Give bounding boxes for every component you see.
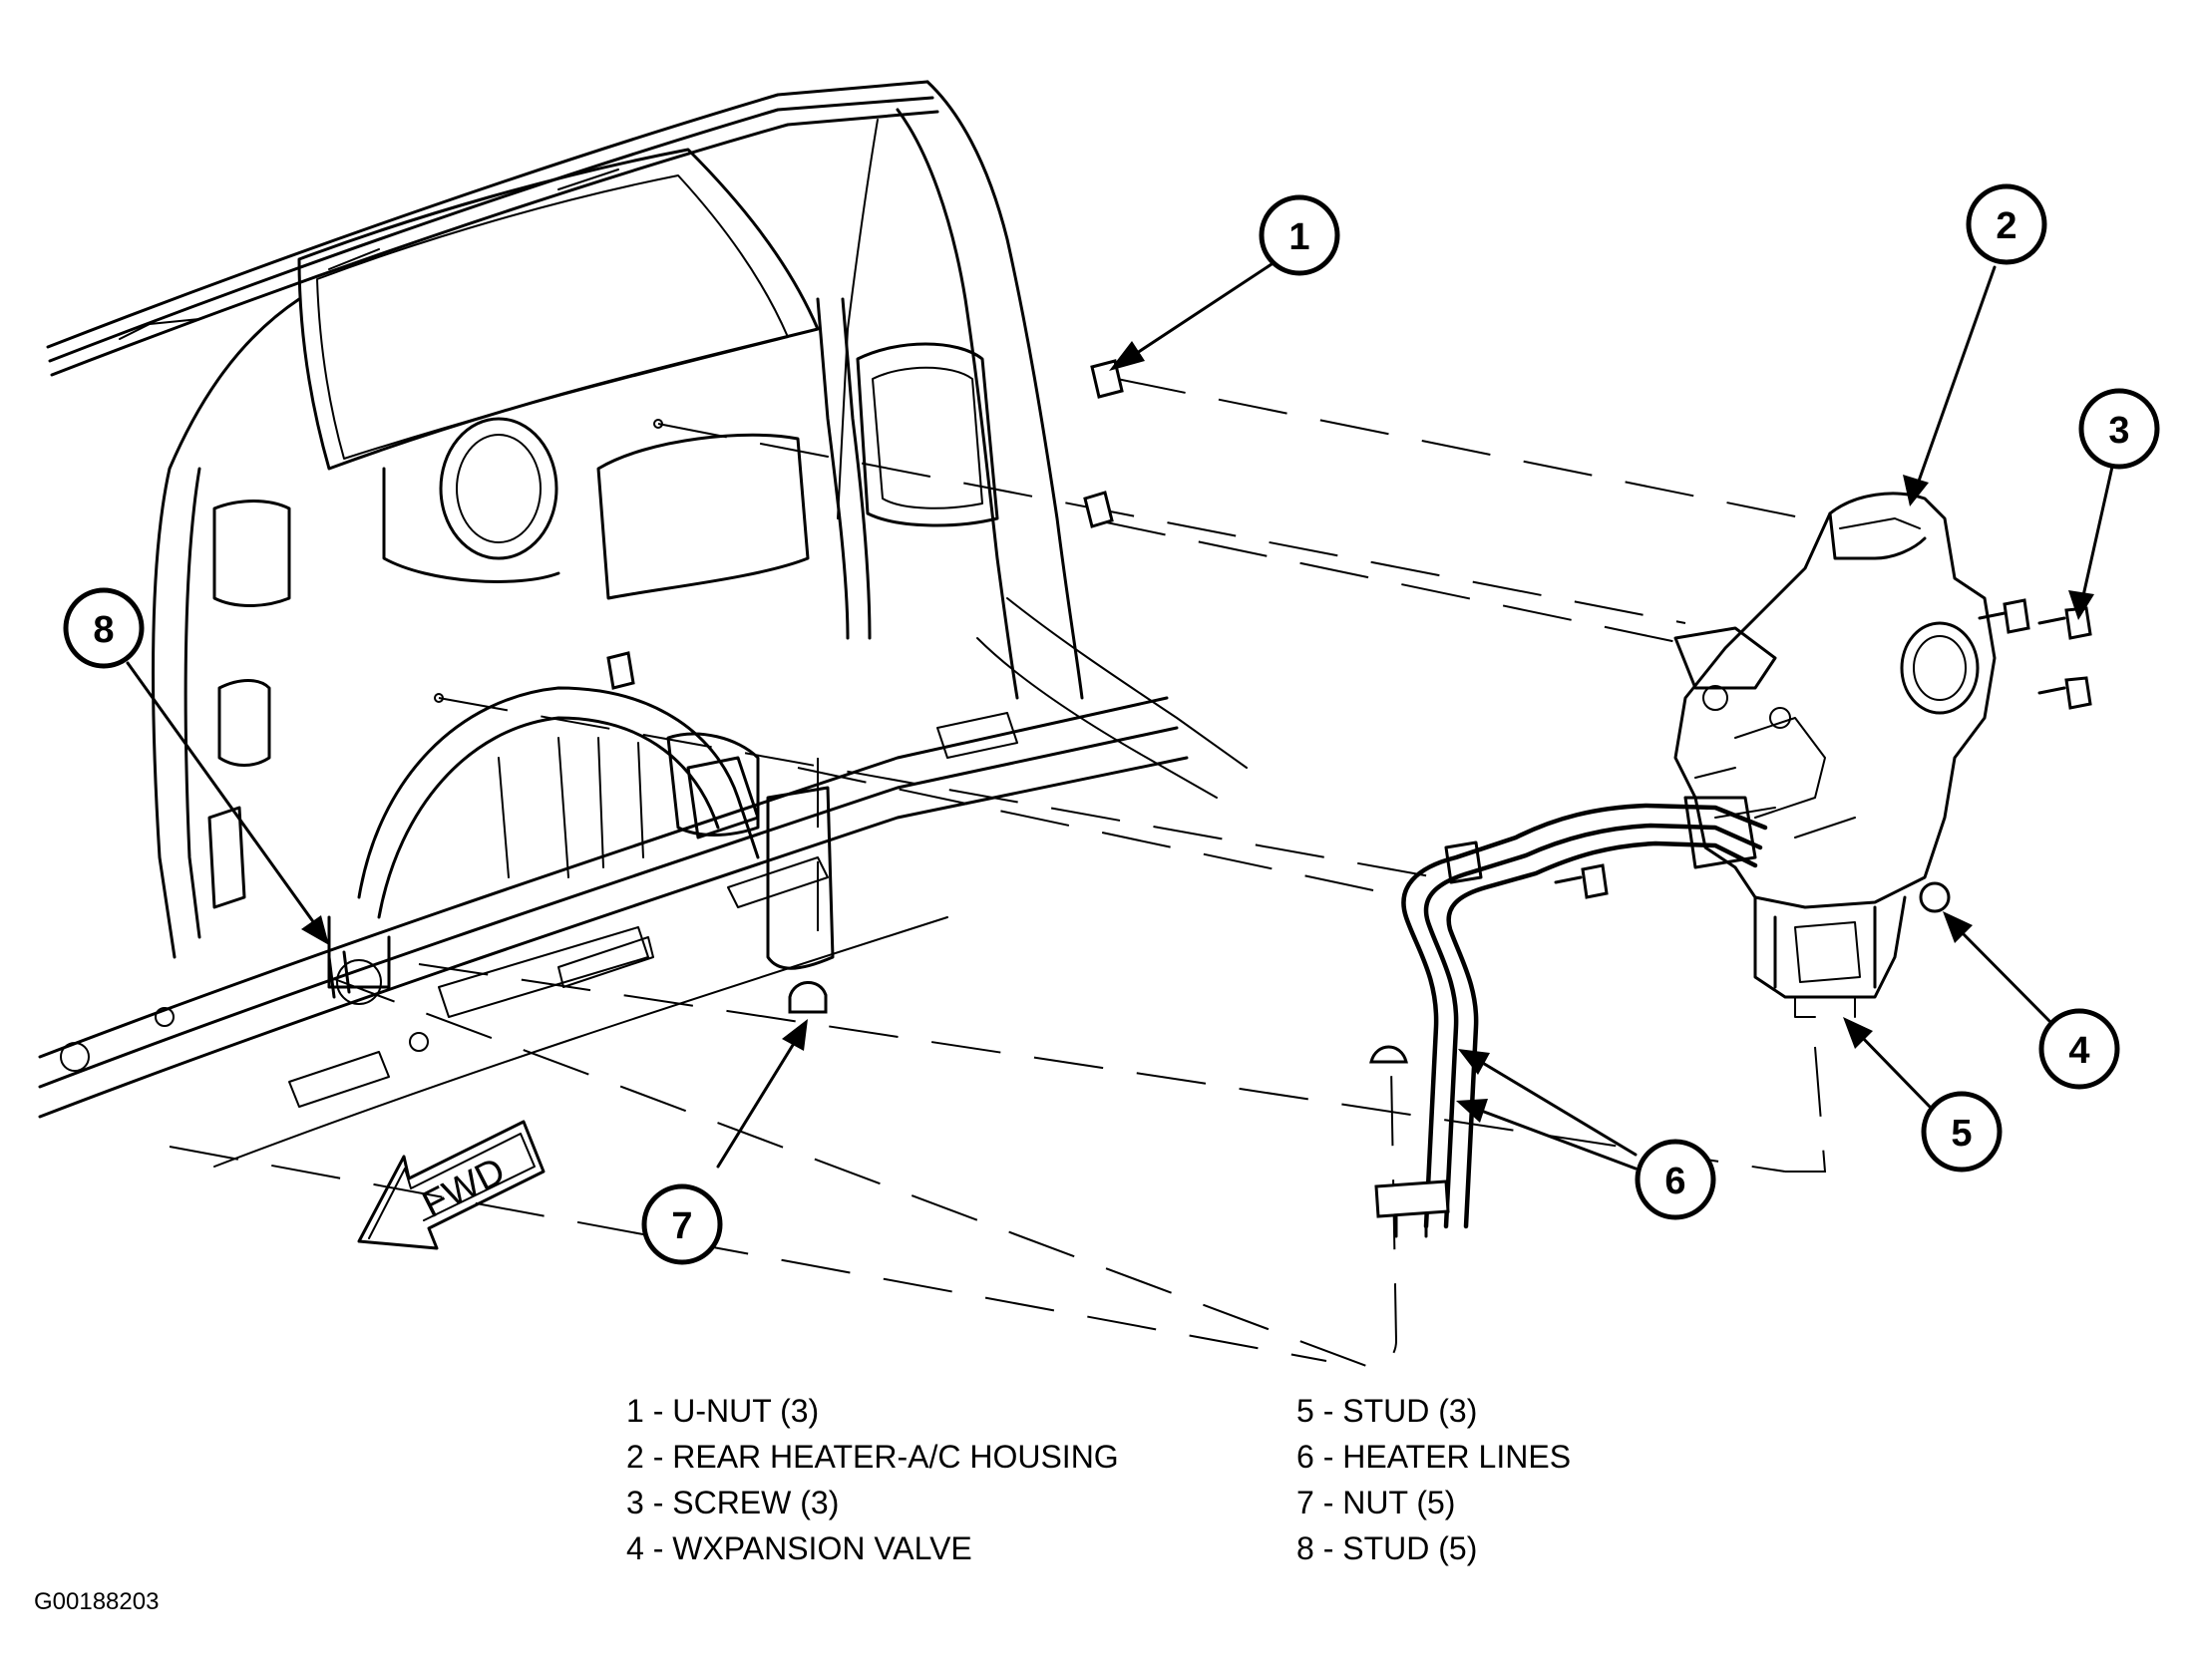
callout-4: 4	[2038, 1008, 2120, 1090]
legend-right: 5 - STUD (3) 6 - HEATER LINES 7 - NUT (5…	[1296, 1388, 1571, 1571]
legend-item: 7 - NUT (5)	[1296, 1485, 1456, 1520]
callout-6: 6	[1635, 1139, 1716, 1220]
vehicle-body	[38, 80, 1248, 1168]
screw-parts	[1554, 598, 2092, 899]
legend-item: 2 - REAR HEATER-A/C HOUSING	[626, 1439, 1119, 1475]
stud-part	[327, 950, 351, 999]
callout-5: 5	[1921, 1091, 2003, 1173]
svg-text:6: 6	[1664, 1161, 1685, 1202]
legend-item: 3 - SCREW (3)	[626, 1485, 840, 1520]
legend-left: 1 - U-NUT (3) 2 - REAR HEATER-A/C HOUSIN…	[626, 1388, 1119, 1571]
svg-text:2: 2	[1996, 205, 2016, 247]
leader-arrows	[126, 262, 2114, 1171]
callout-8: 8	[63, 587, 145, 669]
svg-text:4: 4	[2068, 1030, 2089, 1072]
legend-item: 5 - STUD (3)	[1296, 1393, 1478, 1429]
svg-text:7: 7	[671, 1205, 692, 1247]
callout-7: 7	[641, 1183, 723, 1265]
rear-heater-ac-housing	[1673, 492, 1997, 1018]
callout-1: 1	[1259, 194, 1340, 276]
fwd-arrow: FWD	[357, 1120, 546, 1250]
callout-3: 3	[2078, 388, 2160, 470]
figure-id: G00188203	[34, 1588, 160, 1615]
svg-text:8: 8	[93, 609, 114, 651]
svg-text:1: 1	[1288, 216, 1309, 258]
legend-item: 6 - HEATER LINES	[1296, 1439, 1572, 1475]
nut-part	[788, 981, 828, 1014]
u-nut-parts	[434, 359, 1124, 703]
alignment-lines	[169, 378, 1827, 1369]
legend-item: 1 - U-NUT (3)	[626, 1393, 820, 1429]
svg-text:3: 3	[2108, 410, 2129, 452]
svg-text:5: 5	[1951, 1113, 1972, 1155]
legend-item: 4 - WXPANSION VALVE	[626, 1530, 972, 1566]
heater-lines	[1369, 796, 1768, 1238]
callout-2: 2	[1966, 183, 2047, 265]
legend-item: 8 - STUD (5)	[1296, 1530, 1478, 1566]
